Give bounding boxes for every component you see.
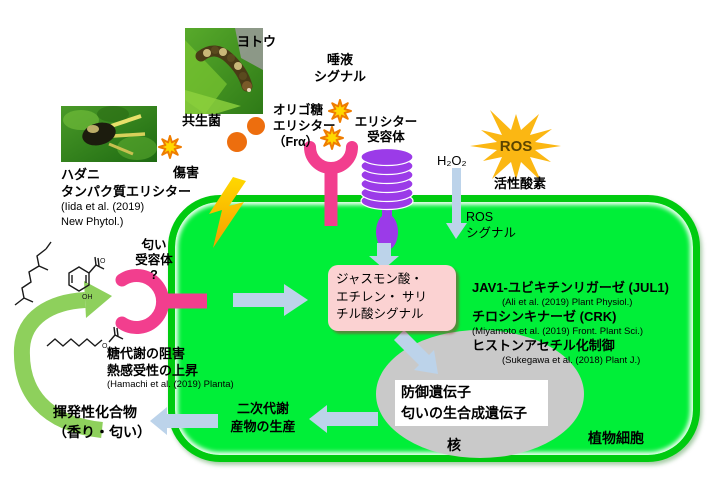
oligo-elicitor-label: オリゴ糖 エリシター （Frα） [273, 102, 336, 150]
mite-cite-1: (Iida et al. (2019) [61, 201, 145, 214]
caterpillar-label: ヨトウ [237, 34, 277, 49]
oligo-line-2: エリシター [273, 119, 336, 133]
gene-list: JAV1-ユビキチンリガーゼ (JUL1) (Ali et al. (2019)… [472, 280, 669, 367]
caterpillar-photo-art [185, 28, 263, 114]
odor-receptor-line-2: 受容体 [135, 253, 173, 267]
plant-cell-label: 植物細胞 [588, 430, 644, 446]
hormone-line-1: ジャスモン酸・ [336, 272, 423, 286]
ros-signal-line-1: ROS [466, 210, 494, 224]
gene-histone: ヒストンアセチル化制御 [472, 338, 615, 353]
saliva-signal-label: 唾液 シグナル [305, 51, 375, 85]
elicitor-receptor-line-1: エリシター [354, 115, 418, 129]
mite-line-1: ハダニ [61, 167, 101, 182]
hormone-line-3: チル酸シグナル [336, 307, 424, 321]
defense-genes-label: 防御遺伝子 [401, 384, 471, 400]
spider-mite-photo [61, 106, 157, 162]
nucleus-gene-box: 防御遺伝子 匂いの生合成遺伝子 [395, 380, 548, 426]
active-oxygen-label: 活性酸素 [494, 176, 547, 191]
saliva-line-2: シグナル [313, 69, 366, 85]
volatile-line-2: （香り・匂い） [53, 424, 151, 440]
elicitor-burst-icon [158, 135, 182, 159]
sugar-line-1: 糖代謝の阻害 [107, 346, 186, 361]
secondary-line-1: 二次代謝 [236, 401, 289, 416]
ros-label: ROS [499, 138, 533, 155]
nucleus-label: 核 [447, 437, 461, 453]
oligo-line-3: （Frα） [273, 135, 319, 149]
sugar-metabolism-block: 糖代謝の阻害 熱感受性の上昇 (Hamachi et al. (2019) Pl… [107, 345, 234, 392]
ros-signal-label: ROS シグナル [466, 210, 516, 241]
mite-line-2: タンパク質エリシター [61, 184, 192, 200]
oligo-line-1: オリゴ糖 [273, 103, 324, 117]
svg-text:O: O [100, 258, 106, 265]
odor-receptor-line-1: 匂い [141, 238, 167, 252]
svg-text:OH: OH [82, 294, 93, 301]
wound-label: 傷害 [173, 165, 200, 180]
elicitor-receptor-line-2: 受容体 [367, 130, 405, 144]
mite-label-block: ハダニ タンパク質エリシター (Iida et al. (2019) New P… [61, 166, 191, 230]
secondary-metabolite-label: 二次代謝 産物の生産 [225, 400, 301, 435]
gene-crk: チロシンキナーゼ (CRK) [472, 309, 617, 324]
caterpillar-photo [185, 28, 263, 114]
h2o2-label: H₂O₂ [437, 153, 467, 168]
symbiont-label: 共生菌 [182, 113, 222, 128]
volatile-label: 揮発性化合物 （香り・匂い） [53, 402, 151, 442]
bacteria-dots [227, 117, 265, 152]
odor-receptor-label: 匂い 受容体 ? [125, 238, 183, 283]
secondary-line-2: 産物の生産 [230, 418, 296, 434]
odor-biosynthesis-genes-label: 匂いの生合成遺伝子 [401, 405, 527, 421]
sugar-cite: (Hamachi et al. (2019) Planta) [107, 379, 234, 391]
saliva-line-1: 唾液 [326, 52, 353, 67]
gene-jul1: JAV1-ユビキチンリガーゼ (JUL1) [472, 280, 669, 295]
gene-histone-cite: (Sukegawa et al. (2018) Plant J.) [502, 355, 641, 366]
hormone-signal-box: ジャスモン酸・ エチレン・ サリ チル酸シグナル [328, 265, 456, 331]
volatile-line-1: 揮発性化合物 [53, 404, 137, 420]
sugar-line-2: 熱感受性の上昇 [107, 363, 199, 379]
spider-mite-photo-art [61, 106, 157, 162]
ros-signal-line-2: シグナル [466, 225, 517, 240]
volatile-chemical-structures: O OH O [14, 241, 124, 350]
mite-cite-2: New Phytol.) [61, 216, 124, 229]
gene-crk-cite: (Miyamoto et al. (2019) Front. Plant Sci… [472, 326, 644, 337]
gene-jul1-cite: (Ali et al. (2019) Plant Physiol.) [502, 297, 633, 308]
odor-receptor-question: ? [150, 268, 158, 282]
elicitor-receptor-label: エリシター 受容体 [350, 115, 422, 145]
hormone-line-2: エチレン・ サリ [336, 289, 427, 304]
